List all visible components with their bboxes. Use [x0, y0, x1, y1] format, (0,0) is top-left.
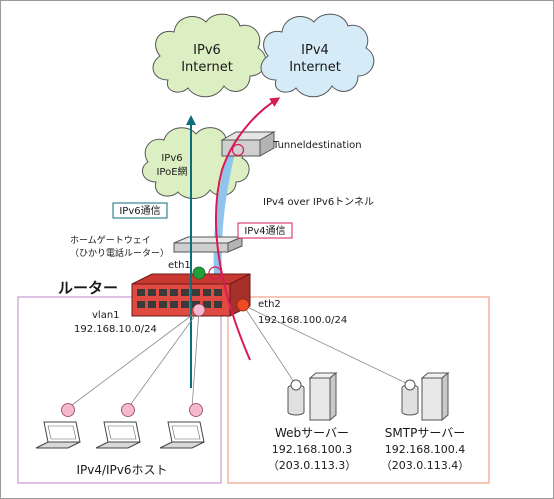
laptop-host-3 [159, 403, 205, 449]
web-server [287, 371, 338, 422]
ipv4-internet-title: IPv4 [301, 43, 329, 58]
home-gateway-device [173, 236, 243, 253]
router-port [170, 289, 178, 296]
smtp-server [401, 371, 450, 422]
web-server-public-ip: （203.0.113.3） [268, 459, 356, 472]
tunnel-label: IPv4 over IPv6トンネル [263, 196, 374, 208]
router-port [170, 301, 178, 308]
router-port [181, 301, 189, 308]
ipv6-internet-title: IPv6 [193, 43, 221, 58]
smtp-server-ip: 192.168.100.4 [385, 443, 465, 456]
home-gateway-sublabel: （ひかり電話ルーター） [70, 247, 169, 259]
router-port [181, 289, 189, 296]
ipv4-comm-label: IPv4通信 [244, 225, 285, 237]
router-port [137, 301, 145, 308]
smtp-server-name: SMTPサーバー [385, 426, 465, 440]
vlan1-network: 192.168.10.0/24 [74, 324, 157, 335]
home-gateway-label: ホームゲートウェイ [70, 234, 151, 246]
router-port [214, 289, 222, 296]
tunnel-destination-label: Tunneldestination [272, 140, 362, 151]
ipv4-comm-box [237, 222, 293, 239]
ipv6-internet-subtitle: Internet [181, 60, 233, 75]
router-port [214, 301, 222, 308]
router-label: ルーター [58, 279, 118, 297]
ipv4-internet-subtitle: Internet [289, 60, 341, 75]
router-port [137, 289, 145, 296]
router-ports [137, 289, 222, 308]
smtp-server-public-ip: （203.0.113.4） [381, 459, 469, 472]
eth1-port-dot [192, 266, 206, 280]
eth1-tunnel-dot [208, 266, 222, 280]
hosts-label: IPv4/IPv6ホスト [76, 463, 167, 477]
ipoe-cloud-title: IPv6 [161, 153, 182, 164]
eth2-network: 192.168.100.0/24 [258, 315, 347, 326]
ipv4-over-ipv6-tunnel [213, 144, 236, 282]
laptop-host-1 [35, 403, 81, 449]
router-port [203, 289, 211, 296]
ipv4-path-arrow [214, 97, 281, 361]
eth1-label: eth1 [168, 260, 191, 271]
laptop-host-2 [95, 403, 141, 449]
ipv4-internet-cloud: IPv4 Internet [260, 13, 375, 98]
lan-eth2-box [227, 296, 490, 484]
tunnel-destination-dot [231, 143, 245, 157]
router-port [159, 289, 167, 296]
vlan1-port-dot [192, 303, 206, 317]
router-port [192, 289, 200, 296]
ipoe-cloud-subtitle: IPoE網 [156, 165, 187, 178]
ipv6-comm-label: IPv6通信 [119, 205, 160, 217]
web-server-ip: 192.168.100.3 [272, 443, 352, 456]
lan-vlan1-box [17, 296, 222, 484]
router-port [148, 289, 156, 296]
router-port [148, 301, 156, 308]
eth2-port-dot [236, 298, 250, 312]
web-server-name: Webサーバー [275, 426, 349, 440]
ipv6-internet-cloud: IPv6 Internet [152, 13, 267, 98]
eth2-label: eth2 [258, 299, 281, 310]
vlan1-label: vlan1 [92, 310, 120, 321]
router-port [203, 301, 211, 308]
ipv6-comm-box [112, 202, 168, 219]
router-port [159, 301, 167, 308]
connector-lines [67, 304, 411, 409]
tunnel-destination-device [220, 131, 276, 157]
